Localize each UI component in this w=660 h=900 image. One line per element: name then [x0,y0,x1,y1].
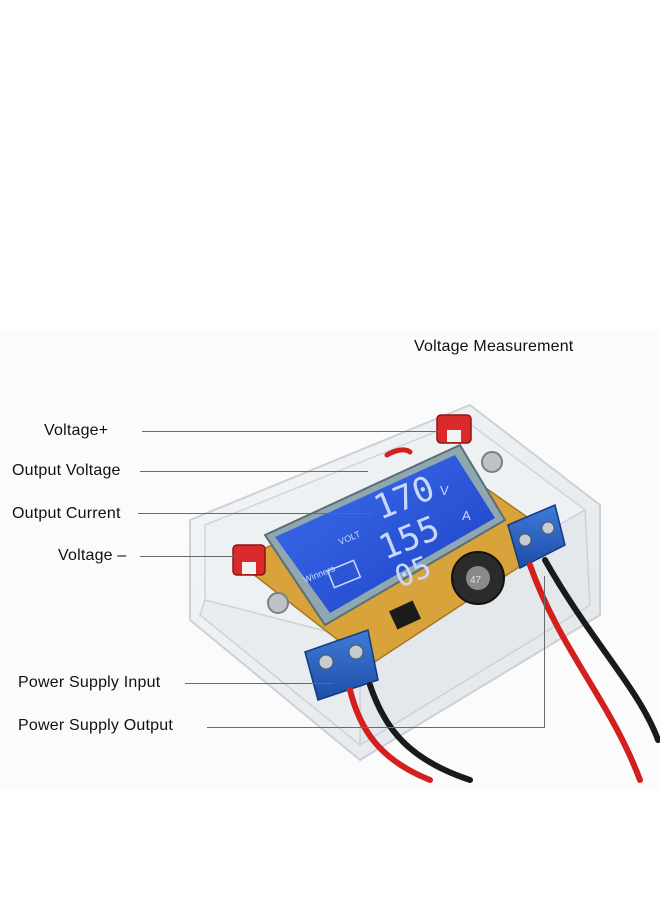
leader-line-power-supply-output-v [544,576,545,728]
red-potentiometer-top [436,414,472,444]
label-output-voltage: Output Voltage [12,462,121,479]
lcd-battery-icon [326,559,362,589]
label-voltage-measurement: Voltage Measurement [414,338,574,355]
leader-line-power-supply-output-h [207,727,544,728]
leader-line-voltage-plus [142,431,440,432]
label-output-current: Output Current [12,505,121,522]
ic-chip [388,600,422,630]
leader-line-output-voltage [140,471,368,472]
label-power-supply-input: Power Supply Input [18,674,161,691]
product-photo: 170 V 155 A 05 Winners VOLT 47 [0,330,660,790]
screw-top-right [481,451,503,473]
red-potentiometer-left [232,544,266,576]
lcd-unit-a: A [462,508,471,523]
terminal-block-right [507,503,566,570]
inductor-label: 47 [470,575,482,586]
inductor-coil: 47 [451,551,505,605]
label-voltage-minus: Voltage – [58,547,127,564]
terminal-block-left [304,629,379,701]
label-power-supply-output: Power Supply Output [18,717,173,734]
label-voltage-plus: Voltage+ [44,422,109,439]
wires [347,447,660,783]
lcd-unit-v: V [440,483,449,498]
leader-line-power-supply-input [185,683,333,684]
leader-line-output-current [138,513,370,514]
screw-left [267,592,289,614]
leader-line-voltage-minus [140,556,236,557]
